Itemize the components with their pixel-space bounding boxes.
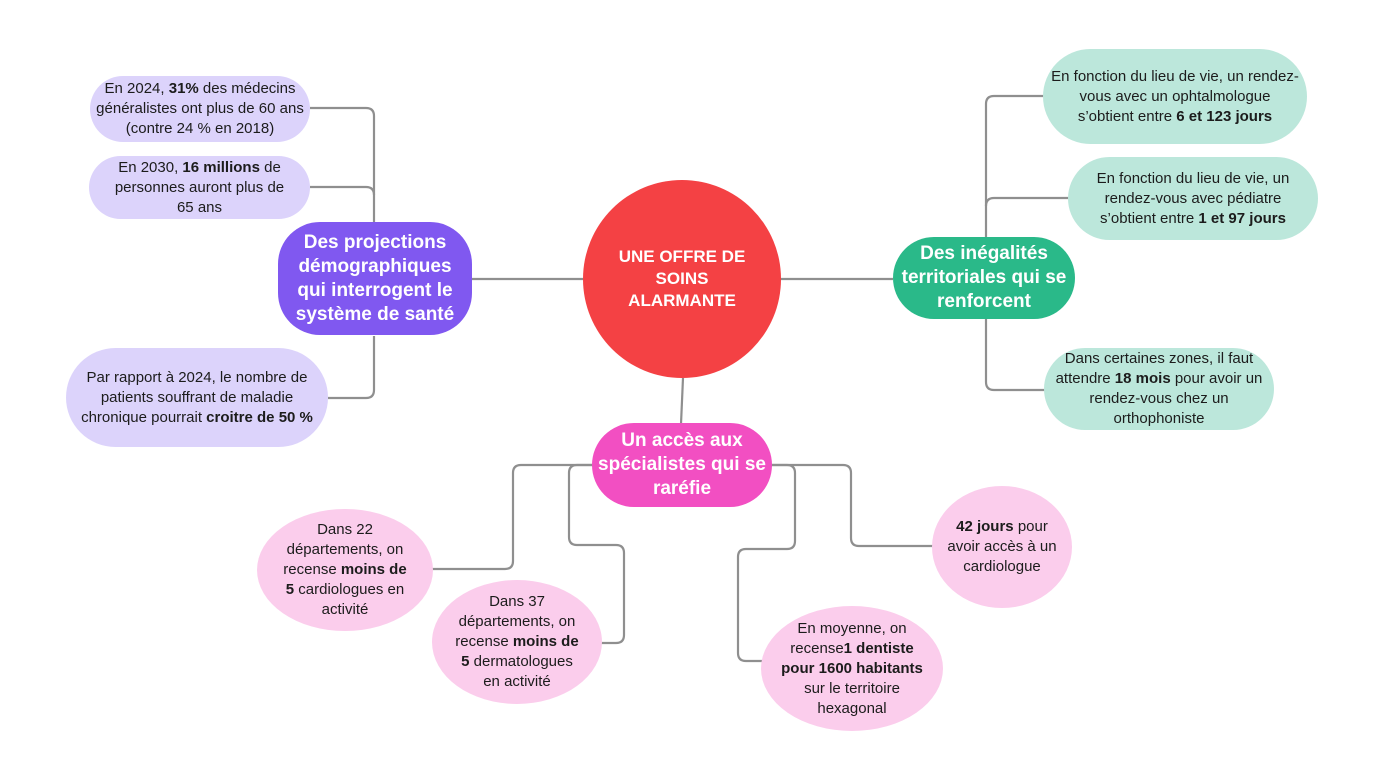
- branch-territorial-label: Des inégalités territoriales qui se renf…: [901, 243, 1067, 312]
- connector-center-specialists: [679, 377, 685, 425]
- center-title: UNE OFFRE DE SOINS ALARMANTE: [618, 247, 746, 310]
- leaf-text-bold: croitre de 50 %: [206, 408, 313, 426]
- branch-specialists-label: Un accès aux spécialistes qui se raréfie: [598, 430, 766, 499]
- leaf-text: 42 jours pour avoir accès à un cardiolog…: [945, 517, 1060, 577]
- leaf-text: Dans 37 départements, on recense moins d…: [452, 592, 582, 692]
- leaf-text: En fonction du lieu de vie, un rendez-vo…: [1086, 169, 1301, 229]
- leaf-text-pre: En 2024,: [104, 80, 169, 97]
- demography-leaf-3[interactable]: Par rapport à 2024, le nombre de patient…: [66, 348, 328, 447]
- leaf-text-bold: 31%: [168, 80, 199, 97]
- branch-specialists[interactable]: Un accès aux spécialistes qui se raréfie: [592, 423, 772, 507]
- leaf-text-pre: En 2030,: [118, 158, 183, 176]
- leaf-text-pre: En moyenne, on recense: [790, 619, 907, 657]
- branch-demography-label: Des projections démographiques qui inter…: [295, 231, 455, 325]
- connector-territorial-leaf-2: [984, 196, 1070, 207]
- leaf-text-post: pour avoir un rendez-vous chez un orthop…: [1089, 370, 1263, 427]
- leaf-text-bold: 1 dentiste pour 1600 habitants: [781, 639, 923, 677]
- demography-leaf-1[interactable]: En 2024, 31% des médecins généralistes o…: [90, 76, 310, 142]
- connector-territorial-leaf-3: [984, 318, 1045, 392]
- leaf-text-post: sur le territoire hexagonal: [804, 679, 900, 717]
- connector-specialists-leaf-2: [567, 463, 626, 645]
- leaf-text-post: des médecins généralistes ont plus de 60…: [96, 80, 304, 137]
- leaf-text-bold: 18 mois: [1114, 370, 1171, 387]
- center-node[interactable]: UNE OFFRE DE SOINS ALARMANTE: [583, 180, 781, 378]
- leaf-text-pre: Dans certaines zones, il faut attendre: [1055, 350, 1254, 387]
- leaf-text: Par rapport à 2024, le nombre de patient…: [77, 368, 317, 428]
- leaf-text-bold: 6 et 123 jours: [1176, 107, 1273, 125]
- connector-specialists-leaf-1: [432, 463, 594, 571]
- territorial-leaf-2[interactable]: En fonction du lieu de vie, un rendez-vo…: [1068, 157, 1318, 240]
- leaf-text-bold: moins de 5: [461, 633, 579, 670]
- territorial-leaf-1[interactable]: En fonction du lieu de vie, un rendez-vo…: [1043, 49, 1307, 144]
- territorial-leaf-3[interactable]: Dans certaines zones, il faut attendre 1…: [1044, 348, 1274, 430]
- connector-demography-leaf-2: [310, 185, 376, 196]
- leaf-text-bold: 42 jours: [956, 518, 1014, 535]
- leaf-text: Dans 22 départements, on recense moins d…: [280, 520, 410, 620]
- leaf-text-pre: En fonction du lieu de vie, un rendez-vo…: [1051, 67, 1299, 125]
- specialists-leaf-4[interactable]: 42 jours pour avoir accès à un cardiolog…: [932, 486, 1072, 608]
- leaf-text-pre: Par rapport à 2024, le nombre de patient…: [81, 368, 308, 426]
- leaf-text: Dans certaines zones, il faut attendre 1…: [1048, 349, 1270, 429]
- leaf-text-bold: moins de 5: [285, 561, 407, 598]
- leaf-text: En fonction du lieu de vie, un rendez-vo…: [1050, 67, 1300, 127]
- branch-demography[interactable]: Des projections démographiques qui inter…: [278, 222, 472, 335]
- specialists-leaf-1[interactable]: Dans 22 départements, on recense moins d…: [257, 509, 433, 631]
- leaf-text: En moyenne, on recense1 dentiste pour 16…: [772, 619, 932, 719]
- leaf-text-bold: 1 et 97 jours: [1198, 209, 1286, 227]
- connector-specialists-leaf-3: [736, 463, 797, 663]
- leaf-text-post: de personnes auront plus de 65 ans: [114, 158, 285, 216]
- leaf-text: En 2024, 31% des médecins généralistes o…: [95, 79, 305, 139]
- leaf-text-post: cardiologues en activité: [294, 581, 405, 618]
- leaf-text-pre: Dans 22 départements, on recense: [283, 521, 404, 578]
- leaf-text-post: pour avoir accès à un cardiologue: [947, 518, 1057, 575]
- branch-territorial[interactable]: Des inégalités territoriales qui se renf…: [893, 237, 1075, 319]
- connector-territorial-leaf-1: [984, 94, 1045, 237]
- leaf-text-pre: En fonction du lieu de vie, un rendez-vo…: [1096, 169, 1290, 227]
- connector-specialists-leaf-4: [770, 463, 935, 548]
- leaf-text-bold: 16 millions: [182, 158, 260, 176]
- leaf-text-pre: Dans 37 départements, on recense: [455, 593, 576, 650]
- specialists-leaf-2[interactable]: Dans 37 départements, on recense moins d…: [432, 580, 602, 704]
- leaf-text-post: dermatologues en activité: [469, 653, 573, 690]
- connector-demography-leaf-3: [328, 336, 376, 400]
- demography-leaf-2[interactable]: En 2030, 16 millions de personnes auront…: [89, 156, 310, 219]
- leaf-text: En 2030, 16 millions de personnes auront…: [110, 158, 290, 218]
- specialists-leaf-3[interactable]: En moyenne, on recense1 dentiste pour 16…: [761, 606, 943, 731]
- connector-demography-leaf-1: [310, 106, 376, 222]
